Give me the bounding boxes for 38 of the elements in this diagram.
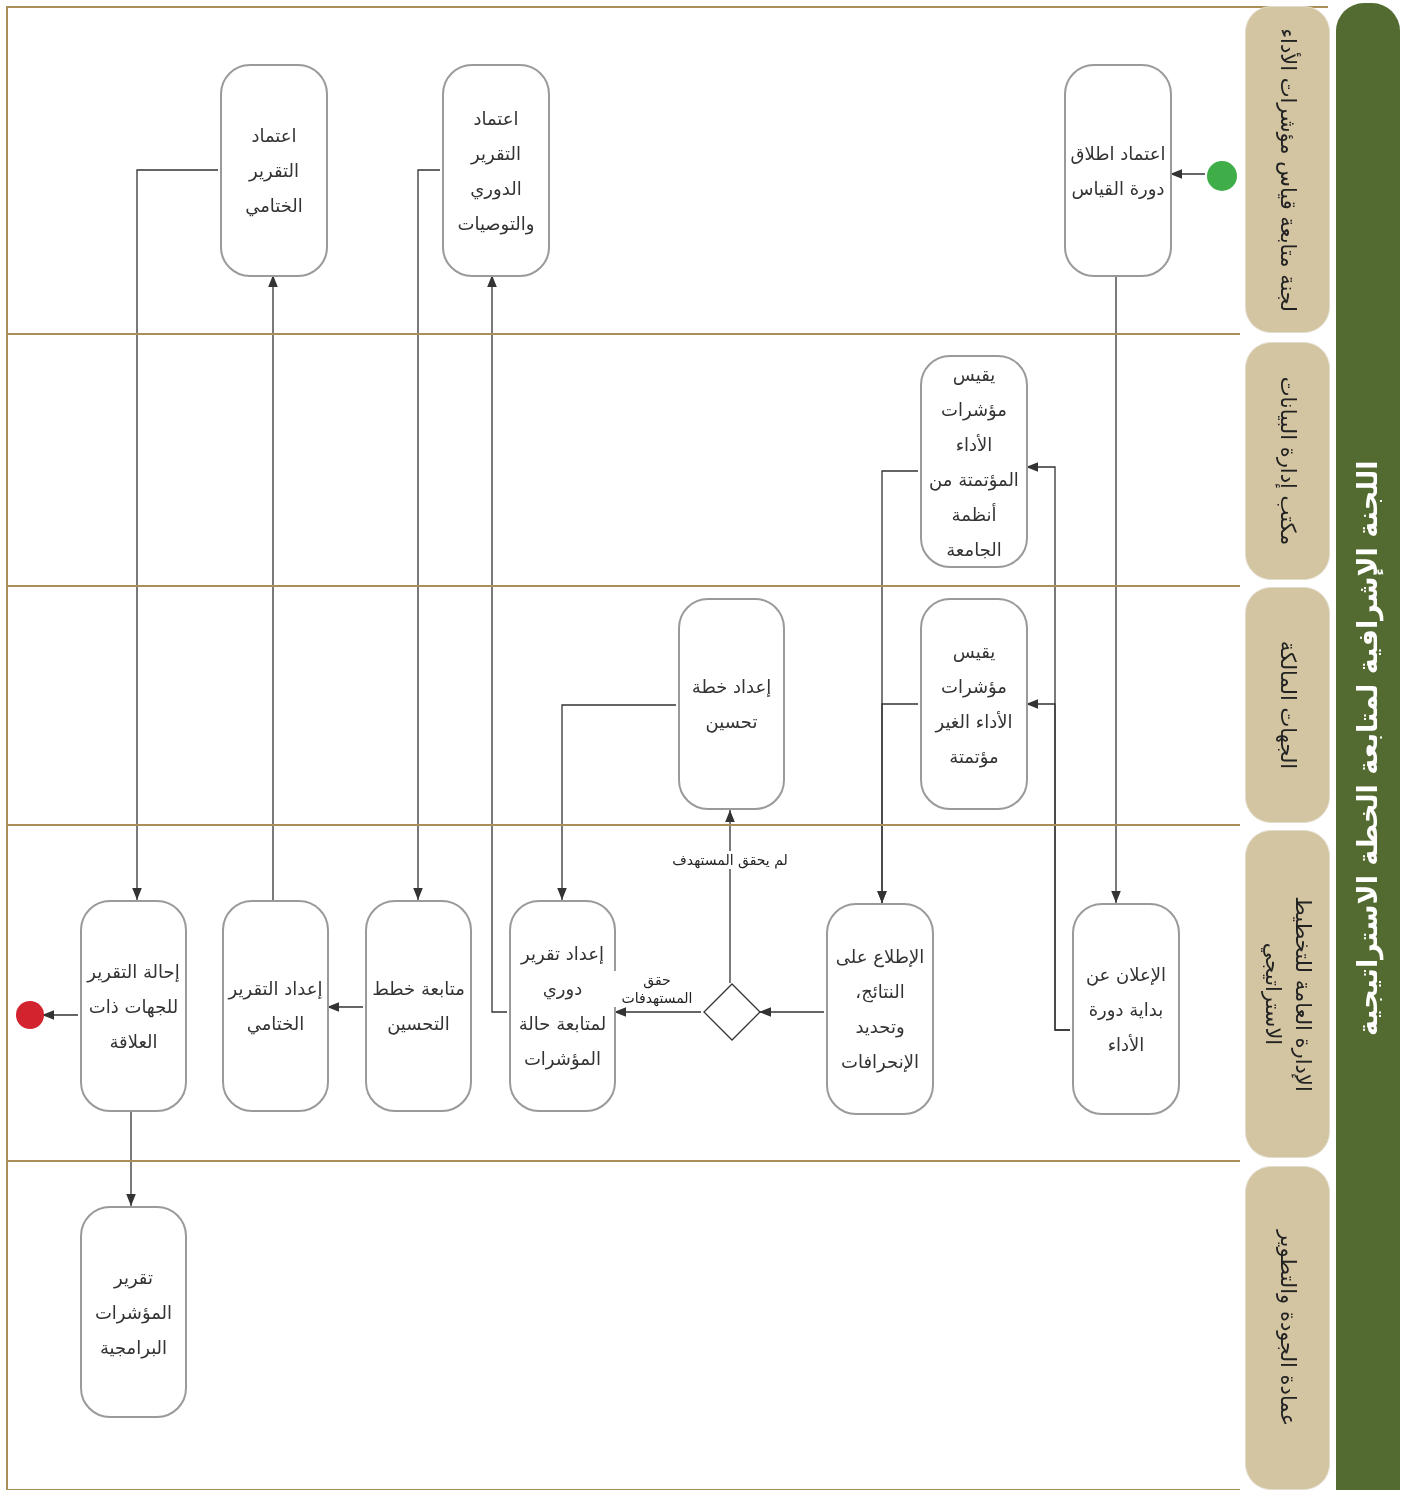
arrow <box>725 809 735 984</box>
activity-box: يقيس مؤشرات الأداء المؤتمتة من أنظمة الجامعة <box>920 355 1028 568</box>
end-node <box>16 1001 44 1029</box>
activity-box: يقيس مؤشرات الأداء الغير مؤتمتة <box>920 598 1028 810</box>
lane-label: عمادة الجودة والتطوير <box>1245 1166 1330 1490</box>
swimlane <box>6 334 1328 586</box>
arrow <box>268 274 278 901</box>
activity-box: إعداد خطة تحسين <box>678 598 785 810</box>
arrow <box>1111 274 1121 904</box>
activity-box: تقرير المؤشرات البرامجية <box>80 1206 187 1418</box>
arrow <box>758 1007 825 1017</box>
arrow <box>877 703 919 904</box>
lane-label: لجنة متابعة قياس مؤشرات الأداء <box>1245 6 1330 333</box>
activity-box: إعداد التقرير الختامي <box>222 900 329 1112</box>
swimlane <box>6 586 1328 825</box>
activity-box: الإطلاع على النتائج، وتحديد الإنحرافات <box>826 903 934 1115</box>
lane-label: الإدارة العامة للتخطيط الاستراتيجي <box>1245 830 1330 1158</box>
swimlane <box>6 1161 1328 1490</box>
title-band: اللجنة الإشرافية لمتابعة الخطة الاستراتيجية <box>1336 3 1400 1490</box>
arrow <box>132 169 219 901</box>
activity-box: اعتماد اطلاق دورة القياس <box>1064 64 1172 277</box>
arrow <box>41 1010 79 1020</box>
arrow <box>126 1111 136 1207</box>
activity-box: اعتماد التقرير الدوري والتوصيات <box>442 64 550 277</box>
activity-box: الإعلان عن بداية دورة الأداء <box>1072 903 1180 1115</box>
activity-box: إحالة التقرير للجهات ذات العلاقة <box>80 900 187 1112</box>
arrow <box>557 704 677 901</box>
lane-label: مكتب إدارة البيانات <box>1245 342 1330 580</box>
start-node <box>1207 161 1237 191</box>
activity-box: اعتماد التقرير الختامي <box>220 64 328 277</box>
arrow <box>413 169 441 901</box>
swimlane <box>6 6 1328 334</box>
arrow <box>487 274 508 1013</box>
activity-box: إعداد تقرير دوري لمتابعة حالة المؤشرات <box>509 900 616 1112</box>
activity-box: متابعة خطط التحسين <box>365 900 472 1112</box>
lane-label: الجهات المالكة <box>1245 587 1330 823</box>
decision-diamond <box>703 983 761 1041</box>
swimlane <box>6 825 1328 1161</box>
